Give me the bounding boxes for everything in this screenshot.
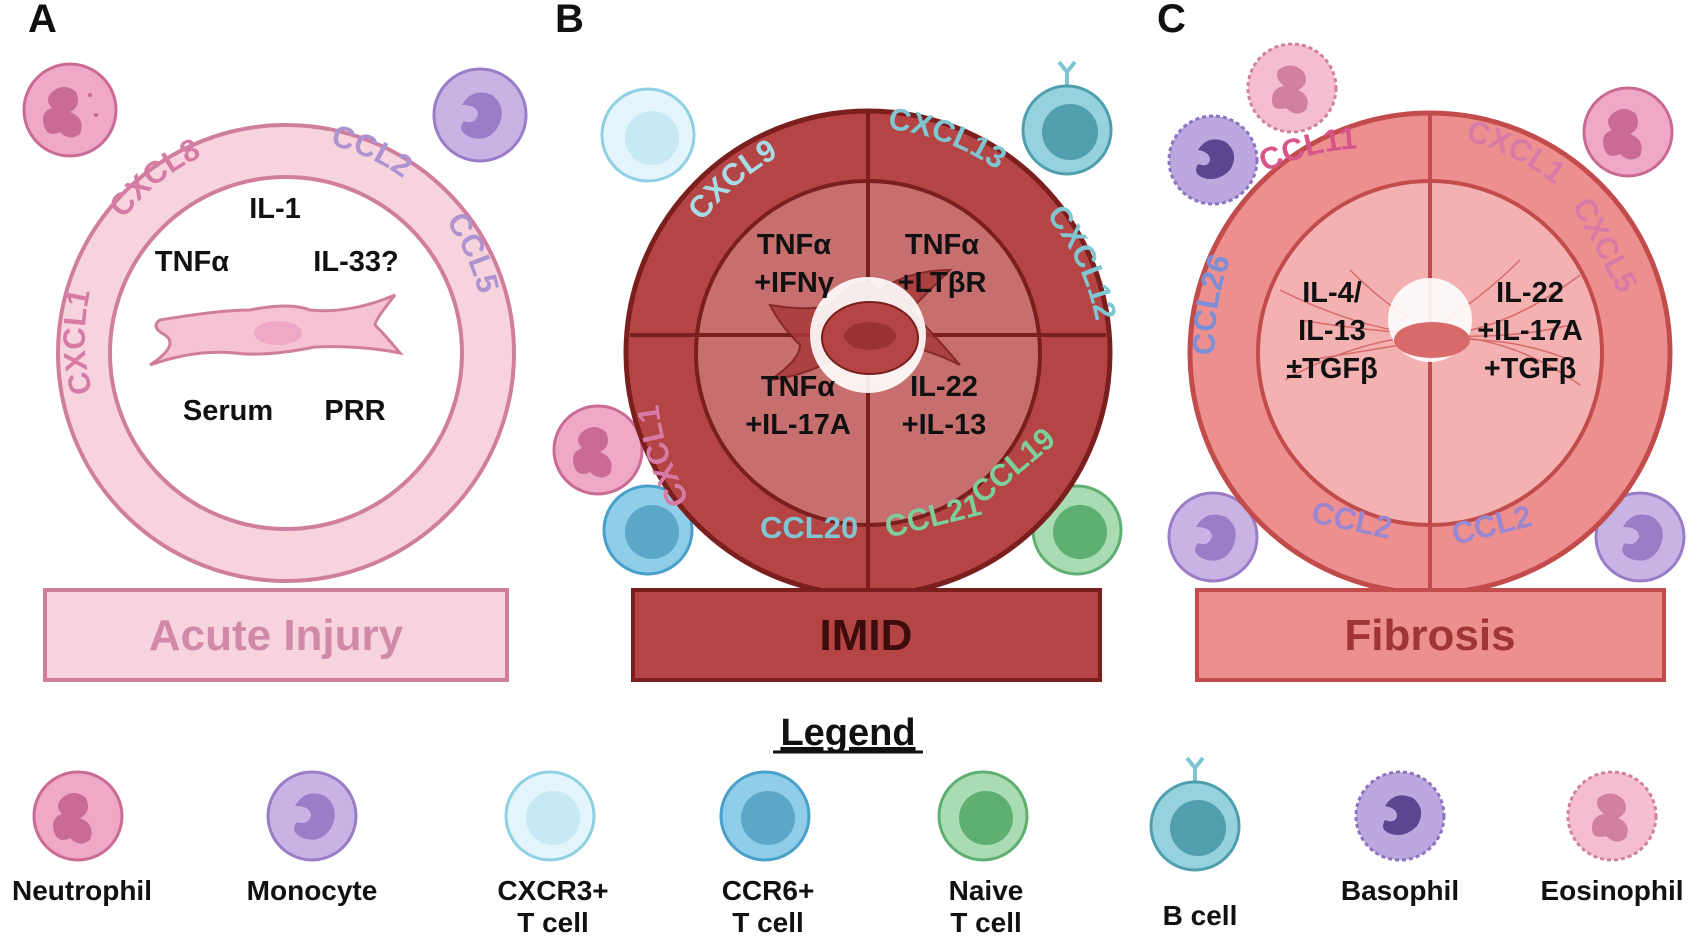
panel-b-imid: TNFα +IFNγ TNFα +LTβR TNFα +IL-17A IL-22… [552, 60, 1123, 682]
monocyte-icon [1167, 491, 1259, 583]
b-cell-icon [1021, 60, 1113, 176]
ccr6-t-cell-icon [602, 484, 694, 576]
legend-label-line2: T cell [950, 907, 1022, 938]
half-left-line1: IL-4/ [1302, 277, 1362, 309]
legend-title: Legend [780, 712, 915, 754]
panel-letter-a: A [28, 0, 57, 41]
neutrophil-icon [32, 770, 124, 862]
legend-label-line1: Monocyte [247, 875, 378, 906]
monocyte-icon [266, 770, 358, 862]
factor-serum: Serum [183, 395, 273, 427]
legend: Legend Neutrophil Monocyte CXCR3+ [12, 712, 1684, 938]
quadrant-br-line2: +IL-13 [902, 409, 987, 441]
legend-label-line1: Neutrophil [12, 875, 152, 906]
basophil-icon [1167, 114, 1259, 206]
panel-c-fibrosis: IL-4/ IL-13 ±TGFβ IL-22 +IL-17A +TGFβ CC… [1167, 42, 1686, 682]
legend-item-monocyte: Monocyte [247, 770, 378, 906]
legend-label-line1: CCR6+ [722, 875, 815, 906]
quadrant-tr-line2: +LTβR [898, 267, 987, 299]
half-left-line3: ±TGFβ [1286, 353, 1378, 385]
eosinophil-icon [1246, 42, 1338, 134]
neutrophil-icon [552, 404, 644, 496]
legend-label-line2: T cell [517, 907, 589, 938]
legend-label-line1: Naive [949, 875, 1024, 906]
imid-label-box [631, 588, 1102, 682]
panel-a-acute-injury: IL-1 TNFα IL-33? Serum PRR CXCL1 CXCL8 C… [22, 62, 528, 682]
quadrant-tl-line2: +IFNγ [754, 267, 835, 299]
acute-injury-label-box [43, 588, 509, 682]
ccr6-t-cell-icon [719, 770, 811, 862]
half-right-line2: +IL-17A [1477, 315, 1583, 347]
legend-item-cxcr3-t-cell: CXCR3+ T cell [497, 770, 609, 938]
legend-label-line1: Eosinophil [1540, 875, 1683, 906]
legend-item-naive-t-cell: Naive T cell [937, 770, 1029, 938]
quadrant-tr-line1: TNFα [905, 229, 979, 261]
factor-il33: IL-33? [313, 246, 398, 278]
naive-t-cell-icon [937, 770, 1029, 862]
factor-prr: PRR [324, 395, 385, 427]
half-right-line1: IL-22 [1496, 277, 1564, 309]
b-cell-icon [1149, 756, 1241, 872]
imid-title: IMID [820, 611, 913, 660]
quadrant-tl-line1: TNFα [757, 229, 831, 261]
legend-item-basophil: Basophil [1341, 770, 1459, 906]
basophil-icon [1354, 770, 1446, 862]
legend-label-line1: Basophil [1341, 875, 1459, 906]
neutrophil-icon [1582, 86, 1674, 178]
quadrant-bl-line1: TNFα [761, 371, 835, 403]
eosinophil-icon [1566, 770, 1658, 862]
factor-il1: IL-1 [249, 193, 301, 225]
monocyte-icon [432, 67, 528, 163]
factor-tnfa: TNFα [155, 246, 229, 278]
chemokine-ccl20: CCL20 [760, 510, 858, 545]
quadrant-br-line1: IL-22 [910, 371, 978, 403]
fibroblast-icon [149, 293, 404, 367]
neutrophil-icon [22, 62, 118, 158]
legend-item-eosinophil: Eosinophil [1540, 770, 1684, 906]
half-left-line2: IL-13 [1298, 315, 1366, 347]
fibrosis-title: Fibrosis [1344, 611, 1515, 660]
legend-label-line2: T cell [732, 907, 804, 938]
quadrant-bl-line2: +IL-17A [745, 409, 851, 441]
cxcr3-t-cell-icon [600, 87, 696, 183]
legend-item-b-cell: B cell [1149, 756, 1241, 931]
panel-letter-c: C [1157, 0, 1186, 41]
monocyte-icon [1594, 491, 1686, 583]
legend-label-line1: CXCR3+ [497, 875, 608, 906]
acute-injury-title: Acute Injury [149, 611, 404, 660]
cxcr3-t-cell-icon [504, 770, 596, 862]
panel-letter-b: B [555, 0, 584, 41]
half-right-line3: +TGFβ [1484, 353, 1577, 385]
legend-label-line1: B cell [1163, 900, 1238, 931]
fibrosis-label-box [1195, 588, 1666, 682]
legend-item-neutrophil: Neutrophil [12, 770, 152, 906]
legend-item-ccr6-t-cell: CCR6+ T cell [719, 770, 815, 938]
